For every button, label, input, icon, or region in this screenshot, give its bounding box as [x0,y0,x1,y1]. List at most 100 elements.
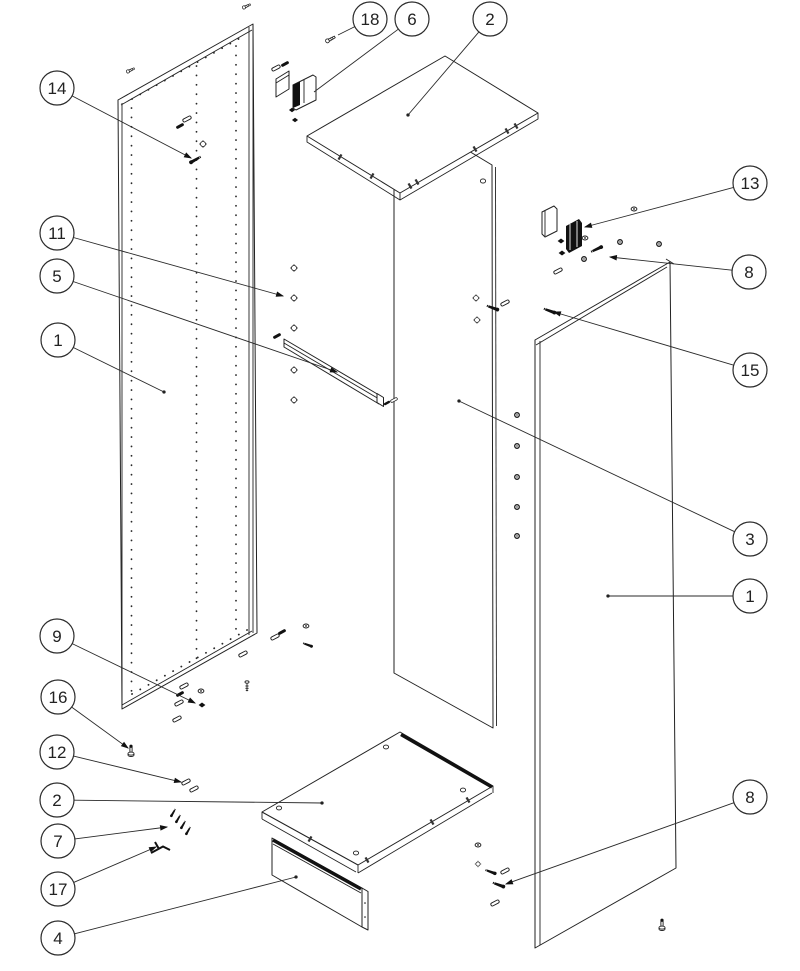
leader-8-bottom [504,802,735,885]
leader-6 [313,28,399,93]
balloon-9: 9 [39,618,75,654]
kick-plinth-panel [271,837,369,931]
balloon-label: 1 [745,587,754,606]
callout-balloons: 18 6 2 14 11 5 1 13 8 15 3 1 9 16 12 2 7… [39,1,768,956]
dowel-pin [280,60,290,68]
balloon-label: 8 [744,263,753,282]
leader-5 [72,281,339,373]
washer [581,235,589,241]
leader-18 [337,26,356,36]
leader-3 [457,399,735,533]
balloon-8-top: 8 [731,254,767,290]
corner-bracket-right [566,219,582,253]
balloon-label: 5 [52,267,61,286]
balloon-label: 6 [407,10,416,29]
dowel-pin [188,785,200,793]
cam-screw [289,263,299,273]
cam-bolt [557,238,565,244]
back-panel [393,105,497,729]
edge-connector-ticks [307,796,471,864]
washer [630,206,638,212]
balloon-14: 14 [39,70,75,106]
leader-13 [583,186,734,228]
balloon-label: 8 [745,788,754,807]
hardware-fasteners [125,2,666,931]
balloon-label: 13 [741,174,760,193]
leader-4 [74,875,298,935]
leader-12 [73,755,183,784]
dowel-pin [383,400,391,406]
right-side-panel [534,258,677,949]
balloon-18: 18 [352,1,388,37]
washer [197,688,205,694]
balloon-label: 1 [53,331,62,350]
balloon-7: 7 [40,823,76,859]
cam-lock [514,533,520,539]
nut [656,241,662,247]
balloon-label: 18 [361,10,380,29]
shelf-pin-hole-rows [130,36,248,701]
cam-screw [289,365,299,375]
balloon-15: 15 [732,352,768,388]
balloon-label: 11 [48,224,66,243]
leader-1-left [73,347,166,394]
cam-screw [289,323,299,333]
cam-lock [514,443,520,449]
screw [324,34,337,44]
leader-17 [73,846,158,883]
balloon-label: 7 [53,832,62,851]
balloon-2-bottom: 2 [39,782,75,818]
screw [179,820,187,830]
dowel-pin [489,899,501,907]
balloon-8-bottom: 8 [732,779,768,815]
balloon-label: 16 [49,688,68,707]
cam-bolt [291,117,299,123]
balloon-label: 4 [53,929,62,948]
leader-2-top [406,31,480,117]
balloon-1-left: 1 [40,322,76,358]
leveler-foot [127,744,135,757]
nut [617,239,623,245]
washer [474,842,482,848]
dowel-pin [499,867,511,875]
balloon-3: 3 [732,521,768,557]
dowel-pin [237,650,249,658]
balloon-label: 9 [52,627,61,646]
balloon-label: 3 [745,530,754,549]
nut [581,256,587,262]
hanging-rail [283,338,384,407]
cam-bolt [198,702,206,708]
balloon-4: 4 [40,920,76,956]
balloon-label: 15 [741,361,760,380]
screw [241,2,252,10]
dowel-pin [270,64,282,72]
leader-lines [71,26,735,935]
dowel-pin [180,778,192,786]
balloon-label: 14 [48,79,67,98]
top-panel [306,55,539,201]
balloon-label: 2 [52,791,61,810]
balloon-5: 5 [39,258,75,294]
dowel-pin [499,299,511,307]
corner-bracket-top [275,70,317,111]
leader-14 [71,95,192,159]
dowel-pin [178,682,190,690]
bottom-panel [261,731,494,874]
balloon-label: 17 [49,880,68,899]
balloon-label: 12 [48,743,67,762]
nut [474,860,482,868]
dowel-pin [171,715,183,723]
balloon-2-top: 2 [472,1,508,37]
cam-bolt [558,250,566,256]
balloon-11: 11 [39,215,75,251]
balloon-12: 12 [39,734,75,770]
cam-screw [289,293,299,303]
screw [484,868,498,877]
screw [174,814,182,824]
dowel-pin [552,267,564,275]
rail-end-cap [541,205,558,238]
leader-7 [74,825,169,840]
screw [590,244,605,254]
leveler-bolt [244,680,250,692]
